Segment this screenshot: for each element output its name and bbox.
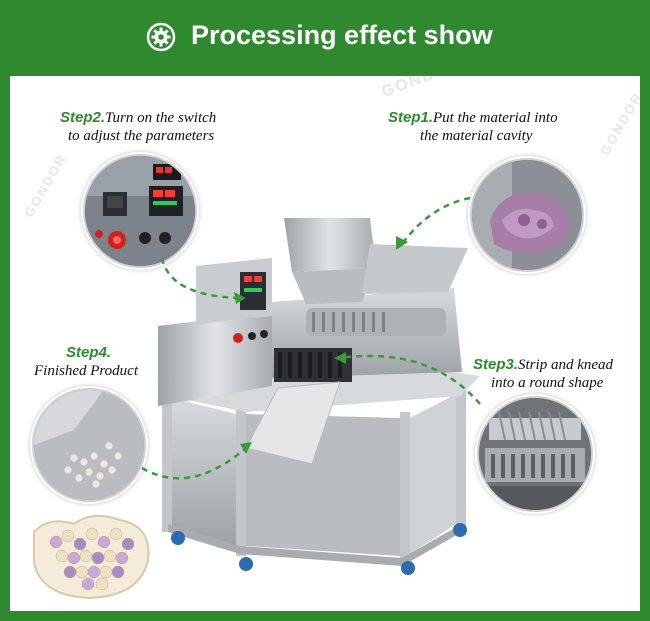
- step1-line2: the material cavity: [420, 128, 533, 144]
- control-panel-illustration: [85, 156, 195, 266]
- step2-caption: Step2.Turn on the switch: [60, 109, 216, 127]
- step3-line2-text: into a round shape: [491, 374, 603, 392]
- page-title: Processing effect show: [191, 20, 493, 50]
- step4-label: Step4.: [66, 344, 112, 361]
- step4-line1: Finished Product: [34, 363, 139, 379]
- processing-machine-illustration: [141, 196, 481, 575]
- material-photo: [470, 158, 584, 272]
- step3-line1: Strip and knead: [518, 357, 614, 373]
- step3-caption: Step3.Strip and knead: [473, 356, 613, 374]
- step2-line1: Turn on the switch: [105, 110, 217, 126]
- step2-line2: to adjust the parameters: [68, 128, 215, 144]
- material-illustration: [472, 160, 582, 270]
- step4-line1-text: Finished Product: [34, 362, 138, 380]
- step1-line1: Put the material into: [433, 110, 558, 126]
- step1-label: Step1.: [388, 109, 434, 126]
- bowl-of-pearls-illustration: [33, 514, 150, 600]
- strip-knead-photo: [477, 396, 593, 512]
- finished-product-illustration: [34, 390, 144, 500]
- step3-line2: into a round shape: [491, 375, 604, 391]
- gear-icon: [146, 22, 176, 52]
- strip-knead-illustration: [479, 398, 591, 510]
- content-panel: GONDOR GONDOR GONDOR GONDOR Step2.Turn o…: [10, 76, 640, 611]
- step4-caption: Step4.: [66, 344, 111, 362]
- step1-line2-text: the material cavity: [420, 127, 532, 145]
- step1-caption: Step1.Put the material into: [388, 109, 558, 127]
- finished-product-photo: [32, 388, 146, 502]
- step2-line2-text: to adjust the parameters: [68, 127, 214, 145]
- step2-label: Step2.: [60, 109, 106, 126]
- control-panel-photo: [83, 154, 197, 268]
- header-bar: Processing effect show: [0, 0, 650, 76]
- step3-label: Step3.: [473, 356, 519, 373]
